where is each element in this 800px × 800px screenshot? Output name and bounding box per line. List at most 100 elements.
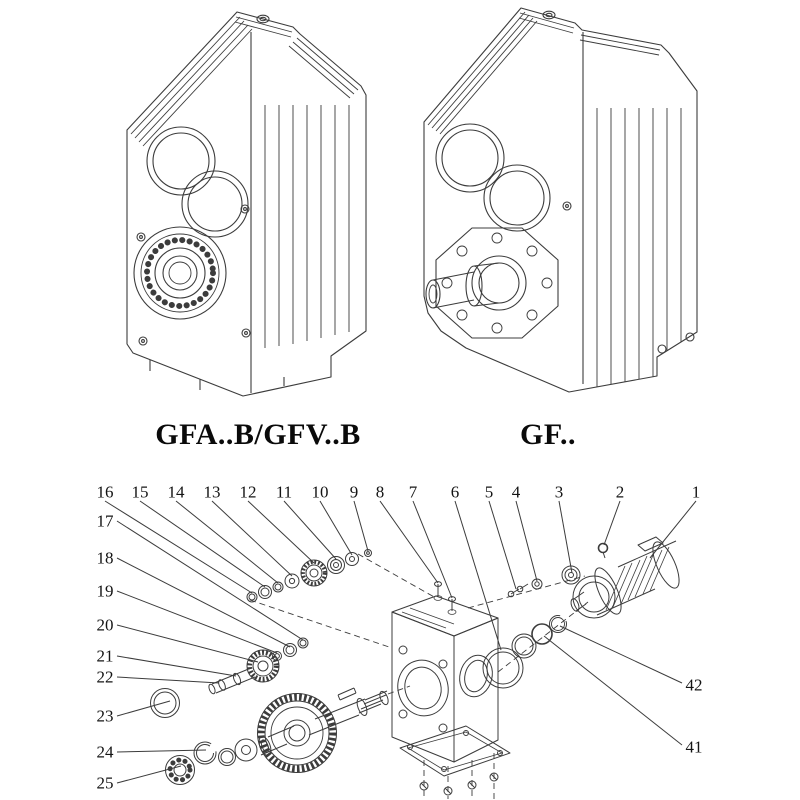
callout-number-13: 13 (204, 483, 221, 502)
callout-leader-14 (175, 500, 279, 584)
callout-number-4: 4 (512, 483, 521, 502)
callout-leader-19 (116, 590, 278, 654)
output-shaft-assembly (165, 687, 389, 785)
callout-leader-20 (116, 624, 259, 663)
eyebolt-hole (542, 10, 556, 20)
lower-bore (483, 164, 551, 232)
flange-bolts (507, 583, 529, 598)
callout-number-41: 41 (686, 738, 703, 757)
callout-number-20: 20 (97, 616, 114, 635)
callout-leader-13 (211, 500, 293, 577)
callout-number-5: 5 (485, 483, 494, 502)
callout-number-11: 11 (276, 483, 292, 502)
callout-leader-2 (603, 500, 621, 546)
output-hub (465, 255, 527, 311)
terminal-box (637, 536, 664, 552)
plateau-ribs (234, 16, 293, 38)
callout-layer: 1234567891011121314151617181920212223242… (97, 483, 703, 793)
model-label-right: GF.. (520, 418, 576, 451)
callout-number-21: 21 (97, 647, 114, 666)
callout-leader-22 (116, 676, 220, 684)
plateau-ribs (518, 12, 575, 34)
retaining-ring (193, 741, 217, 765)
callout-number-14: 14 (168, 483, 186, 502)
callout-leader-15 (139, 500, 266, 588)
callout-leader-41 (543, 635, 683, 746)
callout-leader-5 (488, 500, 517, 590)
snap-ring (549, 615, 567, 633)
roof-ribs (427, 11, 538, 135)
callout-number-15: 15 (132, 483, 149, 502)
callout-leader-1 (649, 500, 697, 559)
cooling-ribs (596, 108, 682, 387)
cover-screws (419, 772, 499, 796)
callout-leader-11 (283, 500, 337, 560)
callout-leader-9 (353, 500, 369, 552)
lower-bore (181, 170, 249, 238)
callout-leader-17 (116, 520, 304, 641)
shaft-washer (234, 738, 258, 762)
callout-leader-24 (116, 749, 207, 753)
gearbox-left-drawing (126, 11, 367, 397)
callout-number-6: 6 (451, 483, 460, 502)
callout-number-23: 23 (97, 707, 114, 726)
callout-number-24: 24 (97, 743, 115, 762)
mounting-feet (149, 360, 285, 390)
corner-bolt-holes (136, 204, 251, 346)
upper-bore (435, 123, 505, 193)
eyebolt-hole (256, 14, 270, 24)
bottom-cover-plate (399, 725, 511, 796)
motor-drawing (570, 536, 680, 619)
roller-bearing (165, 755, 195, 785)
output-shaft-stub (425, 271, 475, 309)
callout-number-18: 18 (97, 549, 114, 568)
callout-number-2: 2 (616, 483, 625, 502)
callout-leader-10 (319, 500, 353, 556)
output-flange-octagon (435, 227, 559, 339)
callout-leader-3 (558, 500, 573, 574)
big-gear (257, 693, 337, 773)
right-flange-parts (482, 565, 581, 689)
output-bearing-boss (133, 226, 227, 320)
cooling-ribs (264, 105, 350, 348)
callout-number-7: 7 (409, 483, 418, 502)
shaft-key (337, 687, 357, 701)
callout-leader-21 (116, 655, 237, 677)
callout-number-1: 1 (692, 483, 701, 502)
model-label-left: GFA..B/GFV..B (155, 418, 361, 451)
callout-leader-18 (116, 557, 291, 648)
motor-eyebolt (597, 542, 609, 554)
roof-ribs (130, 16, 253, 147)
callout-number-9: 9 (350, 483, 359, 502)
right-roof-ribs (288, 37, 359, 99)
motor-fins (605, 546, 670, 611)
output-shaft (258, 690, 389, 757)
callout-leader-25 (116, 765, 182, 784)
callout-leader-16 (104, 500, 253, 594)
assembly-axis-lines (249, 553, 589, 799)
callout-number-25: 25 (97, 774, 114, 793)
callout-number-19: 19 (97, 582, 114, 601)
shaft-washer-small (531, 578, 543, 590)
upper-gear-set (246, 549, 372, 603)
callout-number-16: 16 (97, 483, 114, 502)
flange-bolt-circle (441, 232, 553, 334)
callout-leader-42 (559, 625, 683, 684)
input-shaft-assembly (208, 637, 309, 695)
o-ring (531, 623, 553, 645)
exploded-view (150, 536, 680, 799)
callout-leader-23 (116, 700, 171, 717)
upper-bore (146, 126, 216, 196)
housing-outline (423, 7, 698, 393)
plug-and-corner-bolts (562, 201, 695, 354)
callout-number-10: 10 (312, 483, 329, 502)
callout-number-22: 22 (97, 668, 114, 687)
callout-number-3: 3 (555, 483, 564, 502)
housing-top-bolts (433, 581, 457, 615)
callout-leader-8 (379, 500, 439, 584)
seal-ring (150, 688, 180, 718)
gearbox-right-drawing (423, 7, 698, 393)
callout-leader-6 (454, 500, 502, 651)
